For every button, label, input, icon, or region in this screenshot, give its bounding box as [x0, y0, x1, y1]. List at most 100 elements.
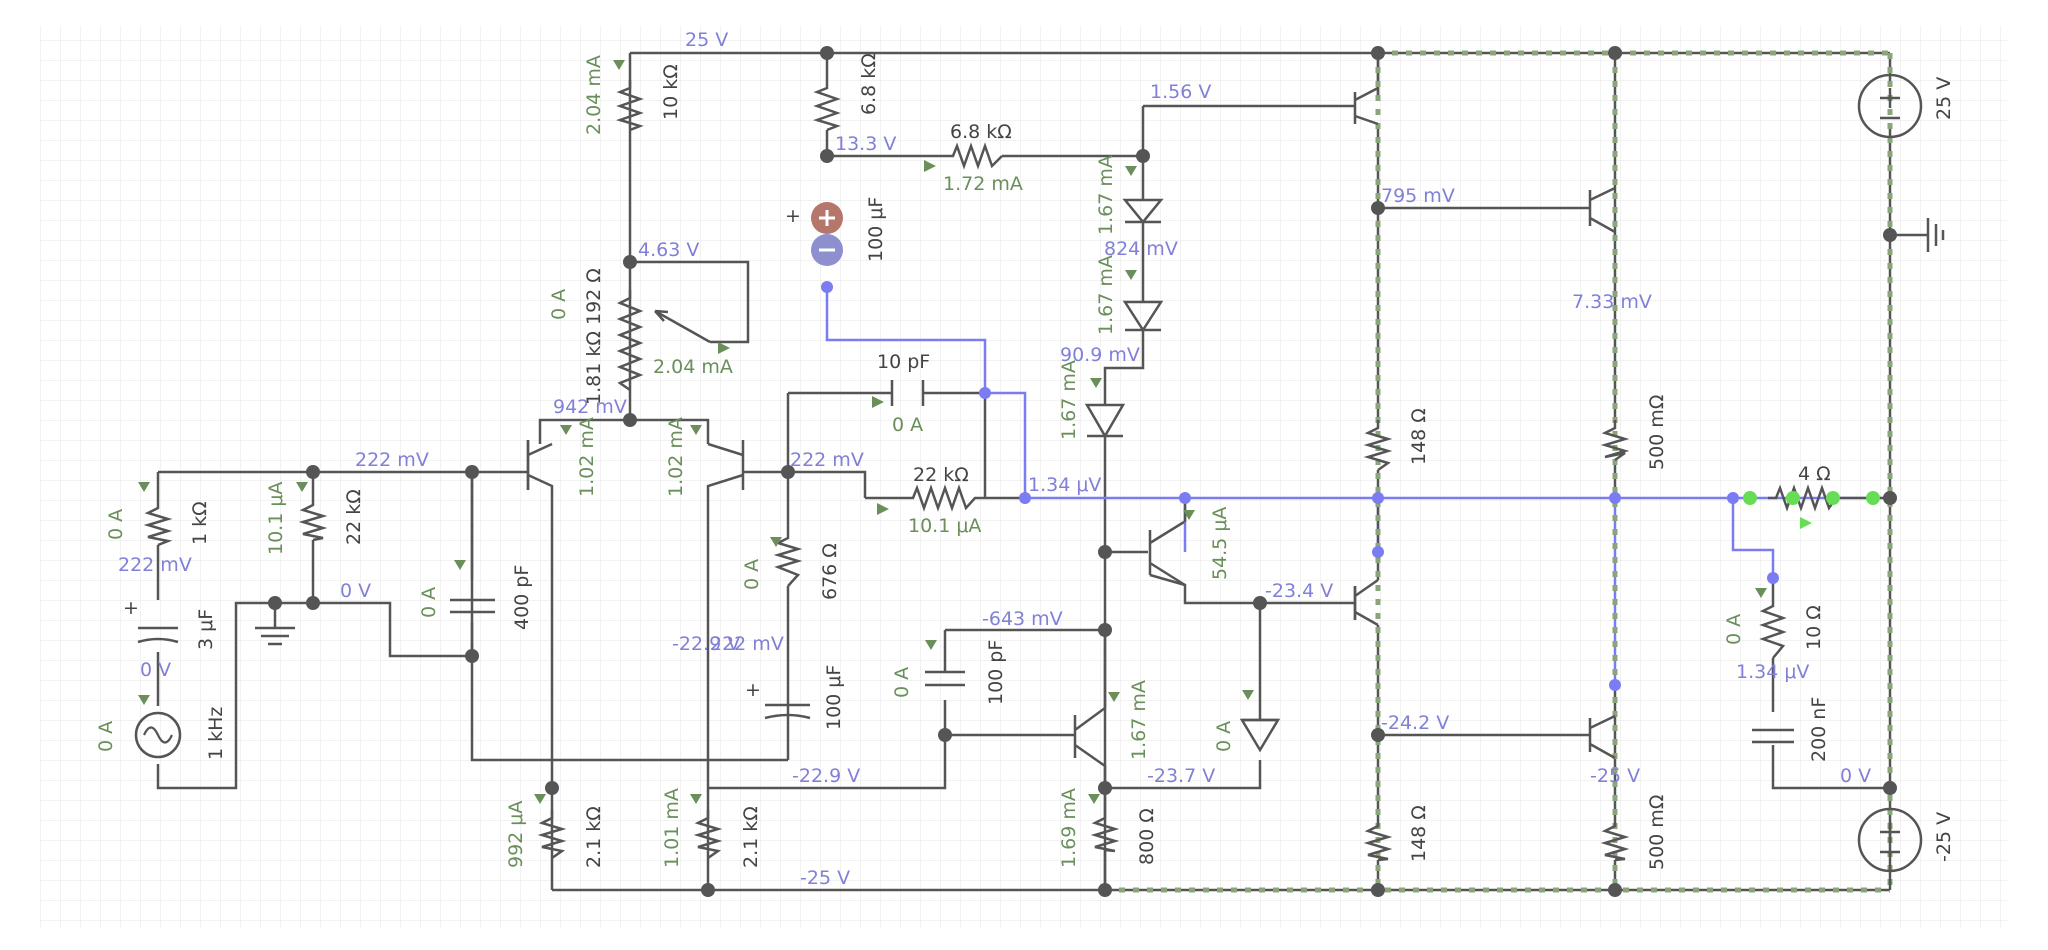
voltage-label: 13.3 V [835, 133, 896, 155]
current-label: 2.04 mA [583, 55, 605, 135]
resistor-6k8-horizontal[interactable] [945, 142, 1003, 170]
resistor-676[interactable] [773, 530, 803, 587]
current-label: 1.01 mA [661, 788, 683, 868]
diode-1[interactable] [1122, 198, 1164, 224]
resistor-800[interactable] [1090, 810, 1120, 853]
current-label: 54.5 μA [1209, 507, 1231, 580]
battery-icon[interactable] [1857, 73, 1923, 139]
component-label: 500 mΩ [1646, 795, 1668, 870]
potentiometer-wiper[interactable] [654, 309, 711, 344]
voltage-label: 4.63 V [638, 239, 699, 261]
component-label: 2.1 kΩ [583, 806, 605, 868]
transistor-q-mid[interactable] [1353, 578, 1379, 627]
voltage-label: 7.33 mV [1572, 291, 1652, 313]
component-label: 4 Ω [1798, 463, 1831, 485]
capacitor-10pf[interactable] [890, 380, 925, 406]
diode-4[interactable] [1239, 718, 1281, 753]
current-arrows [138, 60, 1812, 804]
voltage-labels: 25 V 13.3 V 1.56 V 4.63 V 824 mV 795 mV … [118, 29, 1871, 889]
component-label: 1 kHz [205, 707, 227, 760]
sine-wave-icon[interactable] [134, 711, 182, 759]
capacitor-3uf[interactable] [137, 626, 179, 644]
battery-icon[interactable] [1857, 807, 1923, 873]
voltage-label: 1.56 V [1150, 81, 1211, 103]
transistor-q-top[interactable] [1353, 86, 1379, 126]
resistor-1k[interactable] [143, 500, 173, 547]
resistor-10k[interactable] [615, 80, 644, 132]
component-label: 10 kΩ [660, 64, 682, 120]
component-label: 6.8 kΩ [858, 53, 880, 115]
current-label: 0 A [1213, 721, 1235, 752]
voltage-label: -23.4 V [1265, 580, 1333, 602]
current-label: 1.02 mA [665, 417, 687, 497]
potentiometer[interactable] [616, 290, 644, 392]
resistor-22k-horizontal[interactable] [905, 484, 985, 512]
component-label: 800 Ω [1136, 808, 1158, 865]
voltage-label: -25 V [800, 867, 850, 889]
transistor-q-right-top[interactable] [1588, 186, 1616, 234]
component-label: 100 μF [823, 665, 845, 730]
voltage-label: 1.34 μV [1028, 474, 1101, 496]
voltage-label: -24.2 V [1381, 712, 1449, 734]
voltage-label: 824 mV [1104, 238, 1178, 260]
voltage-label: -23.7 V [1147, 765, 1215, 787]
component-label: 148 Ω [1408, 805, 1430, 862]
component-label: 3 μF [195, 609, 217, 650]
resistor-4ohm[interactable] [1768, 484, 1890, 512]
node-dots [268, 46, 1897, 897]
component-label: 10 Ω [1803, 605, 1825, 650]
capacitor-100pf[interactable] [925, 670, 965, 687]
current-label: 0 A [741, 559, 763, 590]
current-label: 0 A [418, 587, 440, 618]
capacitor-400pf[interactable] [450, 598, 495, 614]
current-label: 1.67 mA [1095, 155, 1117, 235]
voltage-label: -643 mV [982, 608, 1063, 630]
component-label: 25 V [1933, 77, 1955, 120]
current-label: 1.67 mA [1058, 360, 1080, 440]
diode-2[interactable] [1122, 300, 1164, 333]
resistor-6k8-vertical[interactable] [812, 80, 841, 132]
current-label: 0 A [95, 721, 117, 752]
polarity-mark: + [745, 679, 761, 701]
wires[interactable] [156, 50, 1893, 893]
voltage-label: 25 V [685, 29, 728, 51]
component-label: -25 V [1933, 812, 1955, 862]
current-label: 10.1 μA [265, 482, 287, 555]
current-label: 0 A [105, 509, 127, 540]
resistor-2k1-left[interactable] [537, 810, 567, 860]
component-labels: 10 kΩ 6.8 kΩ 6.8 kΩ 100 μF 192 Ω 1.81 kΩ… [123, 53, 1955, 870]
diode-3[interactable] [1084, 403, 1126, 439]
component-label: 192 Ω [583, 268, 605, 325]
current-label: 0 A [548, 289, 570, 320]
component-label: 22 kΩ [343, 489, 365, 545]
current-label: 2.04 mA [653, 356, 733, 378]
current-label: 992 μA [505, 801, 527, 868]
voltage-label: -22.9 V [672, 633, 740, 655]
capacitor-200nf[interactable] [1752, 728, 1794, 744]
components[interactable] [134, 73, 1945, 873]
resistor-500m-bottom[interactable] [1600, 818, 1630, 862]
component-label: 400 pF [511, 565, 533, 630]
capacitor-100uf-electrolytic[interactable] [811, 202, 843, 266]
voltage-label: 795 mV [1381, 185, 1455, 207]
polarity-mark: + [785, 205, 801, 227]
resistor-2k1-right[interactable] [693, 810, 723, 860]
component-label: 22 kΩ [913, 464, 969, 486]
resistor-500m-top[interactable] [1600, 420, 1630, 462]
voltage-label: 222 mV [790, 449, 864, 471]
voltage-label: -22.9 V [792, 765, 860, 787]
voltage-label: 942 mV [553, 396, 627, 418]
transistor-q-right-bottom[interactable] [1588, 714, 1616, 760]
resistor-10ohm[interactable] [1759, 598, 1787, 659]
current-label: 1.67 mA [1095, 255, 1117, 335]
voltage-label: -25 V [1590, 765, 1640, 787]
resistor-22k-vertical[interactable] [298, 497, 328, 542]
component-label: 1 kΩ [189, 501, 211, 545]
capacitor-100uf-bottom[interactable] [764, 703, 811, 720]
resistor-148-bottom[interactable] [1363, 818, 1393, 862]
voltage-label: 0 V [340, 580, 371, 602]
resistor-148-top[interactable] [1363, 420, 1393, 472]
polarity-mark: + [123, 597, 139, 619]
